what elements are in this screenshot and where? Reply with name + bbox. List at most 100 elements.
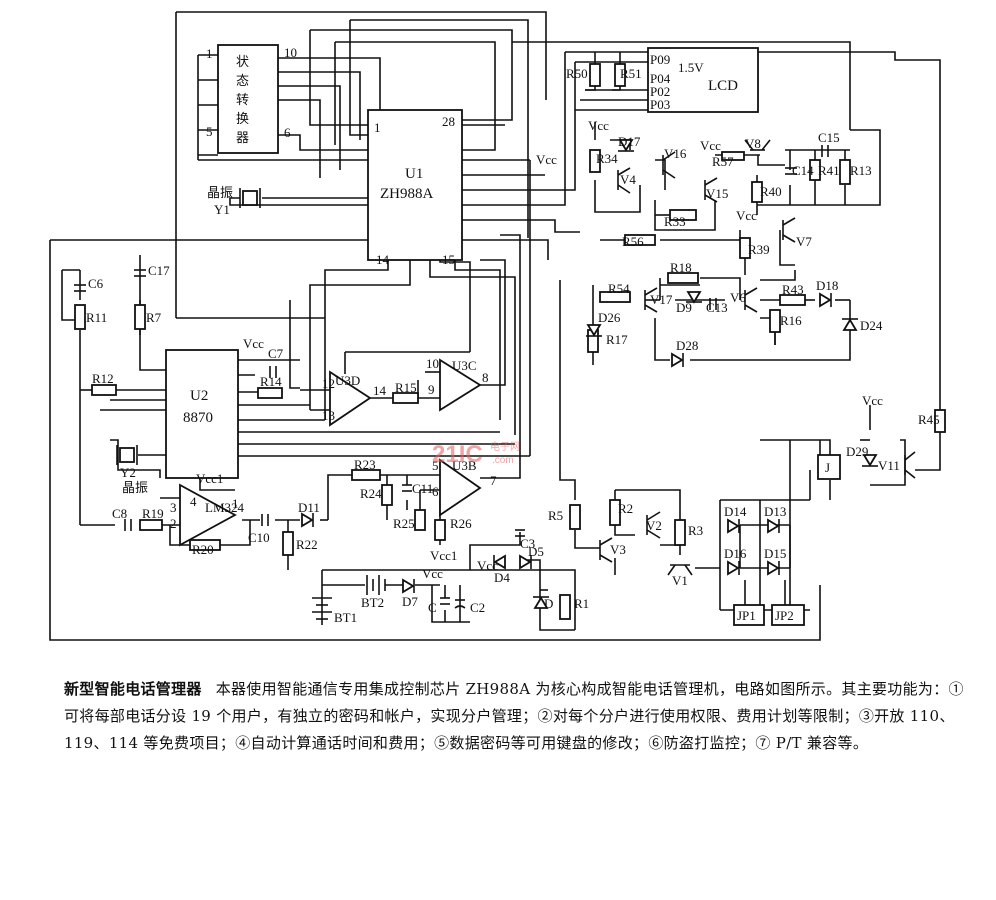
- capacitor-label: C3: [520, 536, 535, 551]
- relay-label: J: [825, 460, 830, 475]
- lcd-pin: P04: [650, 71, 671, 86]
- resistor-label: R40: [760, 184, 782, 199]
- chip-u2: U2 8870: [165, 349, 239, 479]
- supply-label: Vcc: [422, 566, 443, 581]
- resistor-label: R14: [260, 374, 282, 389]
- resistor-label: R39: [748, 242, 770, 257]
- resistor-label: R33: [664, 214, 686, 229]
- capacitor-label: C2: [470, 600, 485, 615]
- transistor-label: V2: [646, 518, 662, 533]
- resistor-label: R54: [608, 281, 630, 296]
- lcd-block: 1.5V LCD P09 P04 P02 P03: [647, 47, 759, 113]
- pin-number: 10: [426, 356, 439, 371]
- diode-symbols: [301, 139, 878, 609]
- battery-label: BT2: [361, 595, 384, 610]
- battery-bt1: [312, 597, 332, 620]
- pin-number: 13: [322, 408, 335, 423]
- resistor-label: R43: [782, 282, 804, 297]
- diode-label: D11: [298, 500, 320, 515]
- resistor-label: R57: [712, 154, 734, 169]
- diode-label: D17: [618, 134, 641, 149]
- transistor-label: V4: [620, 172, 636, 187]
- resistor-label: R13: [850, 163, 872, 178]
- pin-number: 6: [432, 484, 439, 499]
- capacitor-symbols: [74, 145, 829, 609]
- watermark-cn: 电子网: [490, 440, 520, 453]
- diode-label: D5: [528, 544, 544, 559]
- resistor-label: R3: [688, 523, 703, 538]
- diode-label: D9: [676, 300, 692, 315]
- resistor-label: R22: [296, 537, 318, 552]
- supply-label: Vcc: [588, 118, 609, 133]
- transistor-label: V1: [672, 573, 688, 588]
- caption-body: 本器使用智能通信专用集成控制芯片 ZH988A 为核心构成智能电话管理机，电路如…: [64, 680, 964, 752]
- lcd-label: LCD: [708, 78, 738, 94]
- opamp-u3d: U3D: [329, 370, 372, 427]
- pin-number: 28: [442, 114, 455, 129]
- capacitor-label: C14: [792, 163, 814, 178]
- transistor-label: V7: [796, 234, 812, 249]
- pin-number: 15: [442, 252, 455, 267]
- lcd-pin: P02: [650, 84, 670, 99]
- supply-label: Vcc: [243, 336, 264, 351]
- resistor-label: R45: [918, 412, 940, 427]
- relay-j: J: [817, 454, 841, 480]
- chip-u1: U1 ZH988A: [367, 109, 463, 261]
- capacitor-label: C17: [148, 263, 170, 278]
- capacitor-label: C10: [248, 530, 270, 545]
- resistor-label: R56: [622, 234, 644, 249]
- transistor-label: V6: [730, 290, 746, 305]
- transistor-label: V15: [706, 186, 728, 201]
- component-labels: 1 10 5 6 1 28 14 15 3 4 2 1 12 13 14 10 …: [86, 45, 940, 625]
- connector-jp2: [771, 604, 805, 626]
- state-converter-char: 转: [236, 92, 249, 107]
- transistor-symbols: [599, 139, 916, 576]
- capacitor-label: C8: [112, 506, 127, 521]
- lcd-pin: P09: [650, 52, 670, 67]
- resistor-label: R50: [566, 66, 588, 81]
- diode-label: D26: [598, 310, 621, 325]
- crystal-y1: 晶振 Y1: [207, 185, 261, 217]
- diode-label: D15: [764, 546, 786, 561]
- transistor-label: V3: [610, 542, 626, 557]
- lcd-voltage: 1.5V: [678, 60, 704, 75]
- resistor-label: R26: [450, 516, 472, 531]
- resistor-symbols: [74, 63, 946, 620]
- resistor-label: R23: [354, 457, 376, 472]
- crystal-y1-label: Y1: [214, 202, 230, 217]
- capacitor-label: C6: [88, 276, 104, 291]
- supply-label: Vcc: [736, 208, 757, 223]
- caption: 新型智能电话管理器本器使用智能通信专用集成控制芯片 ZH988A 为核心构成智能…: [64, 676, 964, 757]
- supply-label: Vcc1: [430, 548, 457, 563]
- pin-number: 9: [428, 382, 435, 397]
- circuit-schematic: 状 态 转 换 器 U1 ZH988A 1.5V LCD P09 P04 P02…: [49, 11, 946, 641]
- watermark-logo: 21IC: [432, 441, 483, 468]
- pin-number: 1: [206, 46, 213, 61]
- watermark: 21IC 电子网 .com: [432, 440, 520, 468]
- wiring: [49, 11, 941, 641]
- resistor-label: R7: [146, 310, 162, 325]
- state-converter-char: 换: [236, 111, 249, 126]
- supply-label: Vcc: [477, 558, 498, 573]
- connector-label: JP1: [737, 608, 756, 623]
- diode-label: D24: [860, 318, 883, 333]
- resistor-label: R5: [548, 508, 563, 523]
- transistor-label: V17: [650, 292, 673, 307]
- transistor-label: V8: [745, 136, 761, 151]
- supply-label: Vcc: [700, 138, 721, 153]
- resistor-label: R19: [142, 506, 164, 521]
- u2-name: U2: [190, 388, 208, 404]
- resistor-label: R16: [780, 313, 802, 328]
- opamp-lm324: LM324: [179, 483, 245, 547]
- u1-model: ZH988A: [380, 186, 433, 202]
- diode-label: D16: [724, 546, 747, 561]
- pin-number: 2: [170, 516, 177, 531]
- resistor-label: R20: [192, 542, 214, 557]
- watermark-url: .com: [492, 455, 514, 466]
- transistor-label: V16: [664, 146, 687, 161]
- diode-label: D14: [724, 504, 747, 519]
- lm324-label: LM324: [205, 500, 245, 515]
- supply-label: Vcc: [536, 152, 557, 167]
- pin-number: 7: [490, 473, 497, 488]
- pin-number: 10: [284, 45, 297, 60]
